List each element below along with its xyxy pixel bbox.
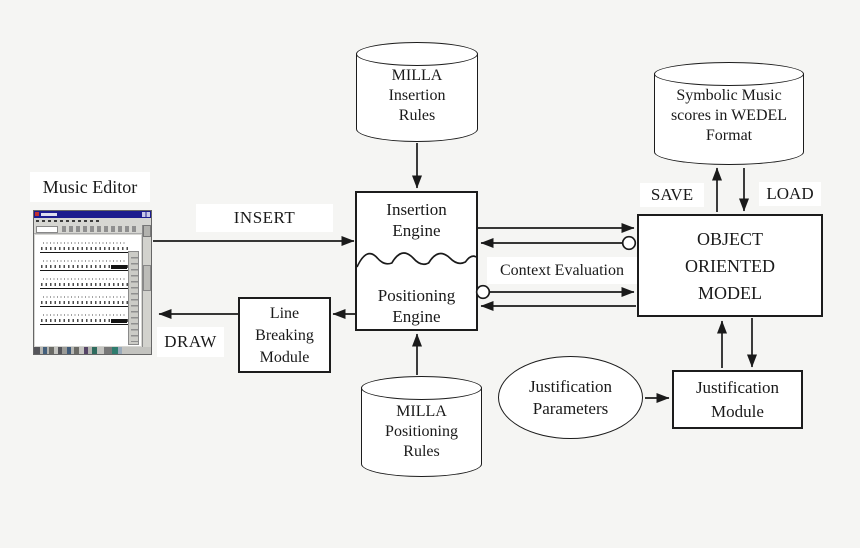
connector-circle-lower xyxy=(475,284,491,300)
oom-line2: ORIENTED xyxy=(685,256,775,276)
wedel-line1: Symbolic Music xyxy=(676,87,782,104)
milla-positioning-line3: Rules xyxy=(403,443,440,460)
jp-line2: Parameters xyxy=(532,398,609,418)
positioning-engine-line2: Engine xyxy=(392,307,441,326)
music-editor-titlebar xyxy=(34,211,151,218)
cylinder-top xyxy=(654,62,804,86)
milla-positioning-rules-store: MILLA Positioning Rules xyxy=(361,376,482,477)
separator-wave xyxy=(357,252,476,268)
draw-arrow-label: DRAW xyxy=(157,327,224,357)
music-staff xyxy=(40,292,131,307)
context-evaluation-label: Context Evaluation xyxy=(487,257,637,284)
insertion-engine-line1: Insertion xyxy=(386,200,447,219)
milla-insertion-line1: MILLA xyxy=(391,67,443,84)
milla-insertion-line3: Rules xyxy=(398,107,436,124)
insert-arrow-label: INSERT xyxy=(196,204,333,232)
line-breaking-module-box: Line Breaking Module xyxy=(238,297,331,373)
music-staff xyxy=(40,238,131,253)
milla-positioning-line1: MILLA xyxy=(396,403,447,420)
jm-line1: Justification xyxy=(695,378,780,397)
justification-module-box: Justification Module xyxy=(672,370,803,429)
window-icon xyxy=(35,212,39,216)
music-editor-screenshot xyxy=(33,210,152,355)
cylinder-top xyxy=(361,376,482,400)
object-oriented-model-box: OBJECT ORIENTED MODEL xyxy=(637,214,823,317)
jm-line2: Module xyxy=(711,402,764,421)
justification-parameters-ellipse: Justification Parameters xyxy=(498,356,643,439)
positioning-engine-line1: Positioning xyxy=(377,286,456,305)
window-close-icon xyxy=(142,212,150,217)
oom-line1: OBJECT xyxy=(696,229,763,249)
cylinder-top xyxy=(356,42,478,66)
engine-box: Insertion Engine Positioning Engine xyxy=(355,191,478,331)
milla-insertion-rules-store: MILLA Insertion Rules xyxy=(356,42,478,142)
scrollbar xyxy=(142,225,151,347)
save-arrow-label: SAVE xyxy=(640,183,704,207)
insertion-engine-line2: Engine xyxy=(392,221,441,240)
music-staff xyxy=(40,256,131,271)
music-staff xyxy=(40,310,131,325)
wedel-scores-store: Symbolic Music scores in WEDEL Format xyxy=(654,62,804,165)
music-editor-label: Music Editor xyxy=(30,172,150,202)
music-editor-toolbar xyxy=(34,224,151,234)
music-editor-statusbar xyxy=(34,347,151,354)
milla-insertion-line2: Insertion xyxy=(388,87,446,104)
wedel-line3: Format xyxy=(705,127,753,144)
lbm-line3: Module xyxy=(259,349,310,366)
lbm-line2: Breaking xyxy=(255,327,314,344)
music-score-area xyxy=(35,235,141,346)
load-arrow-label: LOAD xyxy=(759,182,821,206)
window-title-text xyxy=(41,213,57,216)
cylinder-body xyxy=(356,54,478,142)
wedel-line2: scores in WEDEL xyxy=(670,107,788,124)
tool-palette xyxy=(128,251,139,345)
cylinder-body xyxy=(361,388,482,477)
milla-positioning-line2: Positioning xyxy=(385,423,458,440)
cylinder-body xyxy=(654,74,804,165)
music-editor-menubar xyxy=(34,218,151,224)
music-staff xyxy=(40,274,131,289)
jp-line1: Justification xyxy=(528,376,613,396)
oom-line3: MODEL xyxy=(698,283,762,303)
lbm-line1: Line xyxy=(269,305,300,322)
connector-circle-upper xyxy=(621,235,637,251)
